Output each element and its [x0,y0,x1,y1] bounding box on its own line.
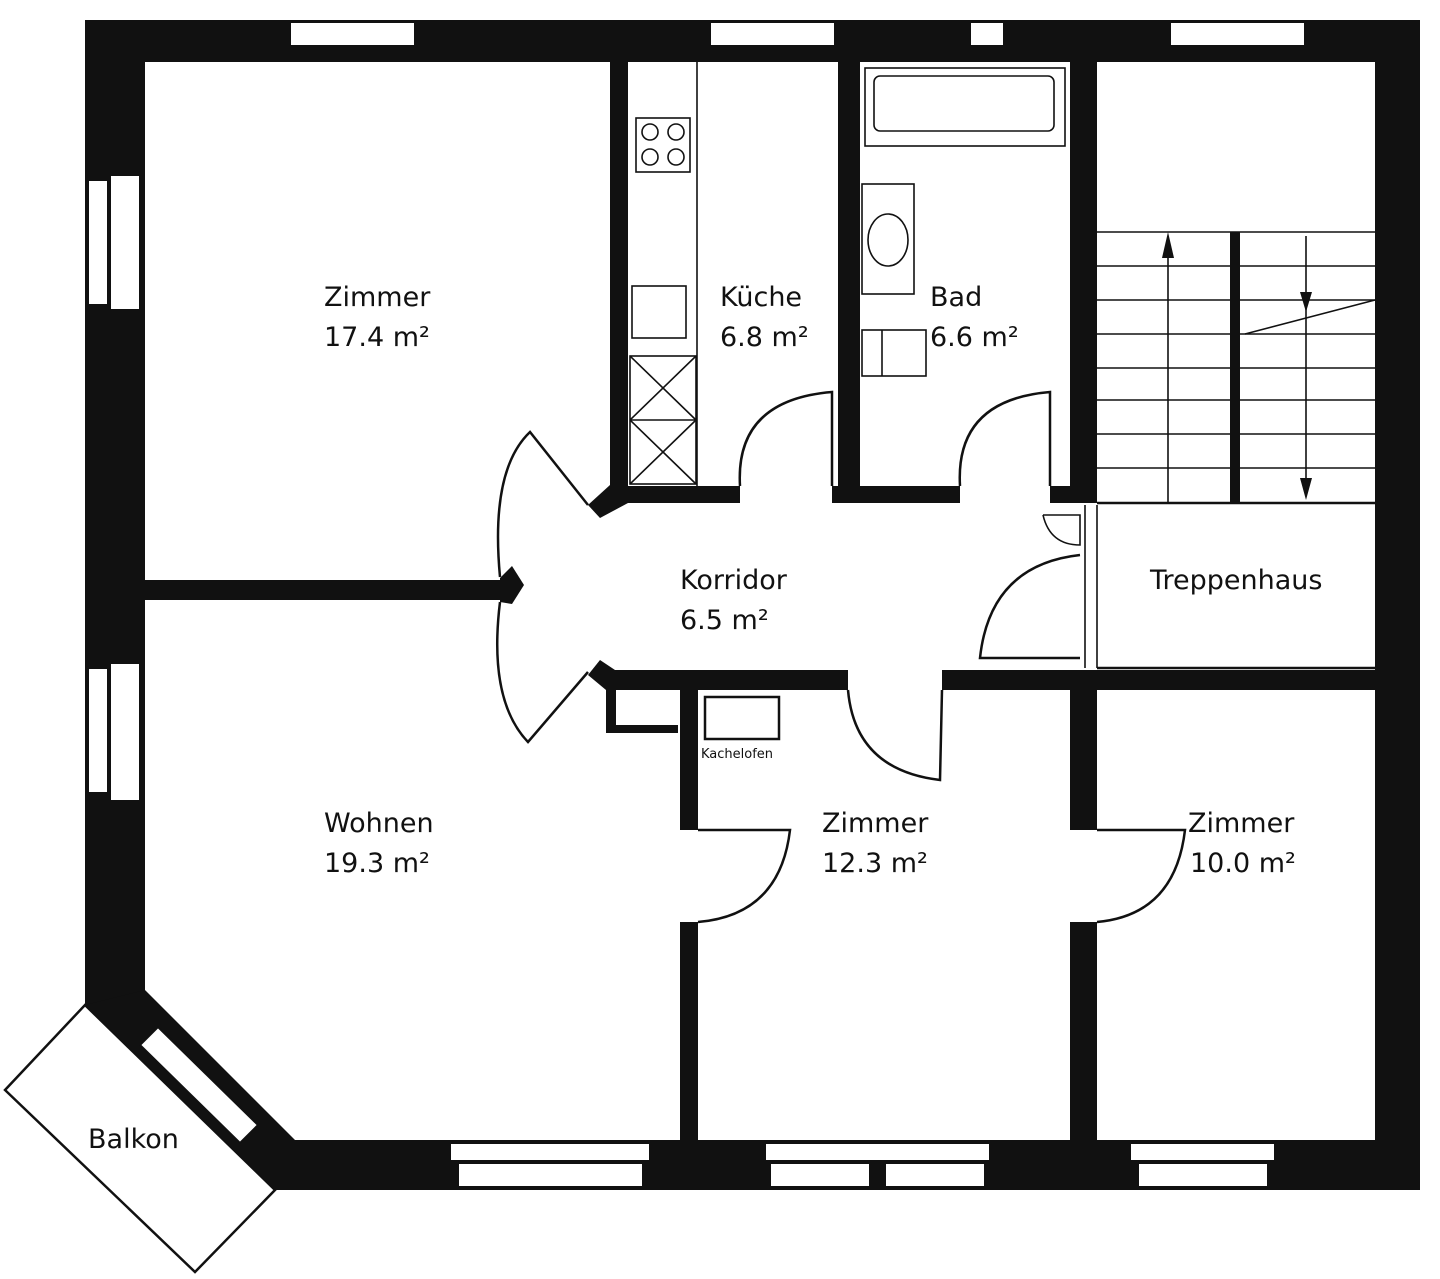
room-name: Wohnen [324,808,434,839]
room-name: Treppenhaus [1149,565,1322,596]
kitchen-fixtures [629,62,698,486]
room-area: 19.3 m² [324,848,430,879]
room-name: Zimmer [1188,808,1295,839]
doors [495,390,1187,924]
room-name: Korridor [680,565,788,596]
sink-icon [631,285,687,339]
room-area: 10.0 m² [1190,848,1296,879]
bath-fixtures [861,67,1066,377]
arrow-down-icon [1300,478,1312,500]
stairs [1097,231,1376,504]
arrow-up-icon [1162,232,1174,258]
tile-stove: Kachelofen [701,695,781,762]
room-area: 6.6 m² [930,322,1019,353]
room-area: 17.4 m² [324,322,430,353]
room-name: Balkon [88,1124,179,1155]
room-name: Küche [720,282,802,313]
room-name: Zimmer [324,282,431,313]
interior-walls [145,62,1375,1140]
stove-icon [635,117,691,173]
room-name: Bad [930,282,982,313]
room-area: 6.5 m² [680,605,769,636]
toilet-icon [867,213,909,267]
room-area: 6.8 m² [720,322,809,353]
room-labels: Zimmer 17.4 m² Küche 6.8 m² Bad 6.6 m² T… [88,282,1322,1155]
windows [87,21,1306,1188]
room-name: Zimmer [822,808,929,839]
washer-icon [861,329,927,377]
bathtub-icon [873,75,1055,132]
room-area: 12.3 m² [822,848,928,879]
stove-label: Kachelofen [701,747,773,762]
